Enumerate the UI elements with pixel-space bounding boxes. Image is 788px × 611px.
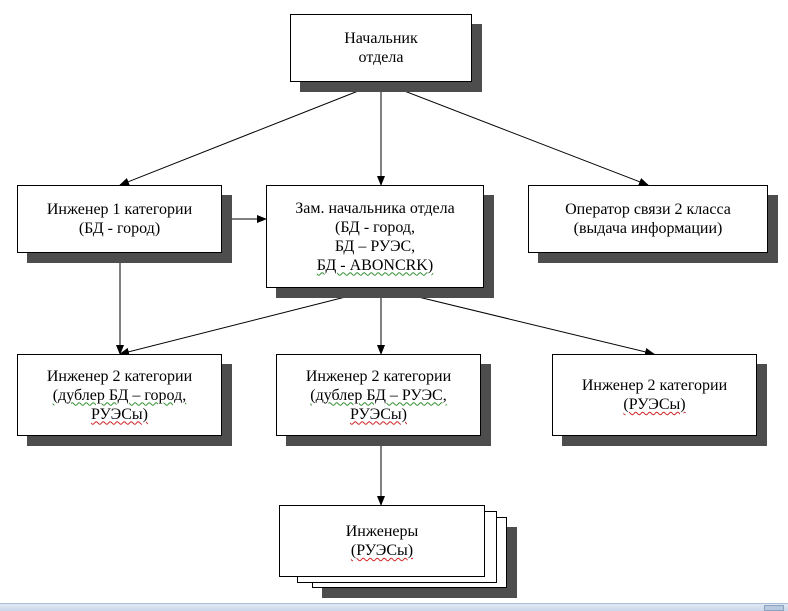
engineers-box-line1: Инженеры (345, 523, 419, 540)
head-of-department-box: Начальник отдела (290, 14, 472, 82)
engineers-box-line2: (РУЭСы) (350, 542, 414, 559)
engineer1-box-line1: Инженер 1 категории (46, 201, 193, 218)
deputy-box-line2: (БД - город, (335, 218, 415, 236)
engineer2-ruesy-box-line1: Инженер 2 категории (581, 377, 728, 394)
engineer-2-category-ruesy-box: Инженер 2 категории (РУЭСы) (552, 354, 757, 436)
operator-box-line1: Оператор связи 2 класса (565, 201, 731, 218)
operator-box-line2: (выдача информации) (573, 220, 723, 237)
connector-deputy-to-engineer2-city (119, 287, 382, 356)
engineer2-city-box-line3: РУЭСы) (91, 405, 148, 423)
engineer-2-category-rues-box: Инженер 2 категории (дублер БД – РУЭС, Р… (276, 354, 481, 436)
head-box-line2: отдела (358, 49, 404, 66)
deputy-box-line3: БД – РУЭС, (334, 237, 416, 255)
connector-deputy-to-engineer2-ruesy (380, 287, 655, 356)
engineer2-rues-box-line1: Инженер 2 категории (305, 367, 452, 385)
deputy-box-line4: БД - ABONCRK) (316, 256, 434, 274)
connector-head-to-operator (380, 81, 649, 186)
engineer-1-category-box: Инженер 1 категории (БД - город) (17, 185, 222, 253)
resize-grip-icon[interactable] (764, 605, 784, 611)
engineer-2-category-city-box: Инженер 2 категории (дублер БД – город, … (17, 354, 222, 436)
window-bottom-bar (0, 603, 788, 611)
deputy-head-box: Зам. начальника отдела (БД - город, БД –… (266, 185, 484, 288)
engineer2-ruesy-box-line2: (РУЭСы) (623, 396, 686, 413)
connector-head-to-engineer1 (119, 81, 382, 186)
engineer1-box-line2: (БД - город) (78, 220, 161, 237)
engineer2-rues-box-line2: (дублер БД – РУЭС, (310, 386, 447, 404)
engineer2-city-box-line1: Инженер 2 категории (46, 367, 193, 385)
engineer2-city-box-line2: (дублер БД – город, (52, 386, 187, 404)
head-box-line1: Начальник (344, 30, 418, 47)
communication-operator-box: Оператор связи 2 класса (выдача информац… (528, 185, 768, 253)
engineers-box: Инженеры (РУЭСы) (279, 505, 485, 577)
deputy-box-line1: Зам. начальника отдела (295, 199, 455, 217)
engineer2-rues-box-line3: РУЭСы) (350, 405, 407, 423)
